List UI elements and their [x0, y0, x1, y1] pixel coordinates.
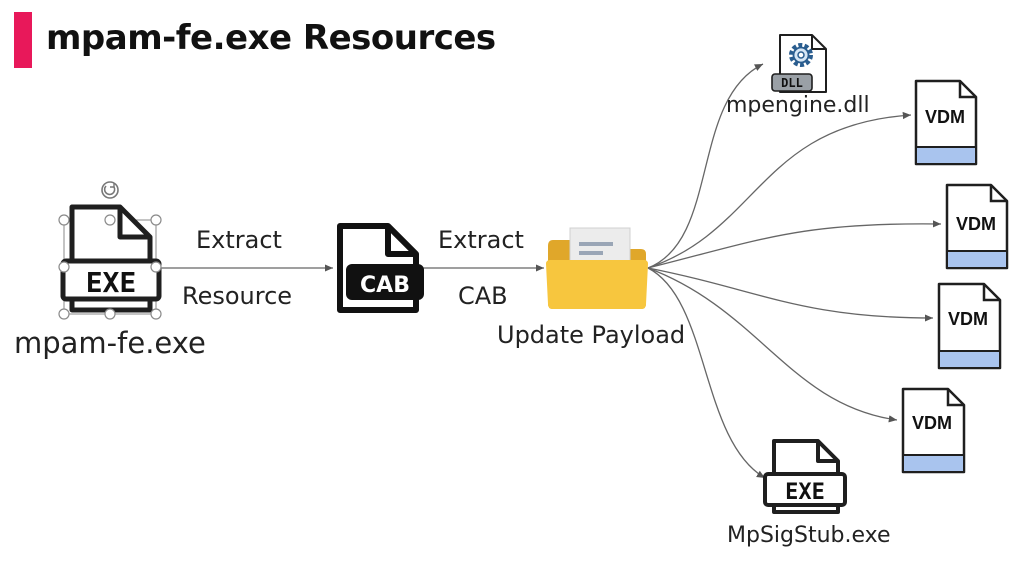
resize-handles[interactable] — [58, 214, 162, 320]
arrow-payload-to-vdm-3 — [647, 267, 934, 322]
sigstub-exe-label: MpSigStub.exe — [727, 523, 891, 548]
cab-icon-text: CAB — [360, 273, 410, 298]
open-folder-icon — [546, 227, 648, 309]
arrow-payload-to-vdm-2 — [647, 220, 942, 269]
vdm-file-2: VDM — [945, 183, 1009, 270]
arrow-payload-to-dll — [647, 63, 764, 269]
cab-file-icon: CAB — [337, 223, 424, 313]
edge-label-extract-cab-line2: CAB — [458, 282, 508, 310]
exe-icon: EXE — [60, 204, 162, 313]
vdm-file-icon: VDM — [945, 183, 1009, 270]
edge-label-extract-resource-line2: Resource — [182, 282, 293, 310]
gear-icon — [789, 43, 813, 67]
source-exe-node[interactable]: EXE — [58, 181, 162, 320]
arrow-payload-to-vdm-4 — [647, 267, 898, 423]
exe-icon: EXE — [763, 439, 847, 514]
edge-label-extract-resource-line1: Extract — [196, 226, 282, 254]
rotate-handle-icon[interactable] — [101, 181, 119, 199]
vdm-file-1: VDM — [914, 79, 978, 166]
vdm-file-icon: VDM — [937, 282, 1002, 370]
payload-label: Update Payload — [497, 321, 686, 349]
exe-icon-text: EXE — [785, 480, 825, 505]
vdm-file-3: VDM — [937, 282, 1002, 370]
arrow-payload-to-sigstub — [647, 267, 766, 479]
title-accent-bar — [14, 12, 32, 68]
slide-title: mpam-fe.exe Resources — [46, 18, 496, 58]
source-exe-label: mpam-fe.exe — [14, 326, 206, 360]
payload-folder-node — [546, 227, 648, 309]
engine-dll-label: mpengine.dll — [726, 93, 870, 118]
exe-icon-text: EXE — [86, 266, 137, 299]
vdm-file-4: VDM — [901, 387, 966, 474]
vdm-file-icon: VDM — [914, 79, 978, 166]
edge-label-extract-cab-line1: Extract — [438, 226, 524, 254]
dll-file-icon: DLL — [771, 34, 827, 93]
vdm-icon-text: VDM — [925, 107, 965, 127]
cab-file-node: CAB — [337, 223, 424, 313]
arrow-payload-to-vdm-1 — [647, 111, 912, 269]
dll-icon-text: DLL — [781, 76, 803, 90]
vdm-icon-text: VDM — [948, 309, 988, 329]
sigstub-exe-node: EXE — [763, 439, 847, 514]
engine-dll-node: DLL — [771, 34, 827, 93]
vdm-file-icon: VDM — [901, 387, 966, 474]
vdm-icon-text: VDM — [956, 214, 996, 234]
vdm-icon-text: VDM — [912, 413, 952, 433]
